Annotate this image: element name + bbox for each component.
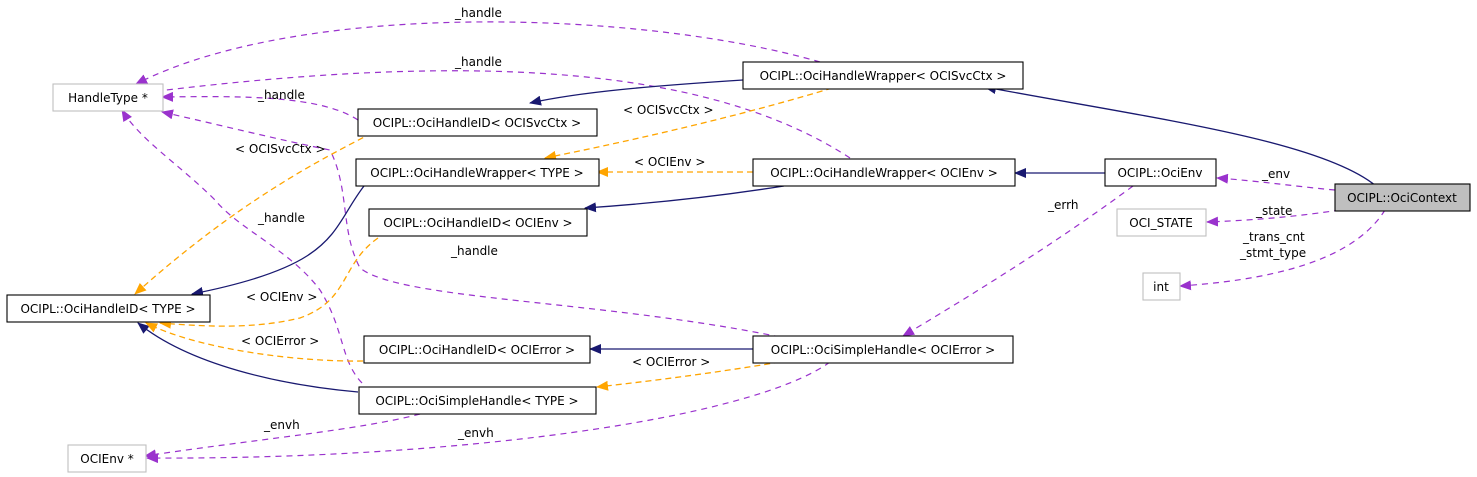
label-svcctx-left: < OCISvcCtx > (235, 142, 326, 156)
node-oci-state[interactable]: OCI_STATE (1116, 208, 1207, 237)
edge-templ-handleid-error (145, 322, 364, 362)
node-wrapper-env[interactable]: OCIPL::OciHandleWrapper< OCIEnv > (752, 158, 1016, 187)
edge-usage-env (1216, 173, 1336, 191)
node-handleid-env[interactable]: OCIPL::OciHandleID< OCIEnv > (368, 208, 588, 237)
label-handle-top: _handle (454, 6, 502, 20)
node-handleid-error[interactable]: OCIPL::OciHandleID< OCIError > (363, 335, 591, 364)
node-oci-context-label: OCIPL::OciContext (1347, 191, 1457, 205)
edge-usage-envh-simple-type (144, 413, 421, 460)
node-ocienv-ptr[interactable]: OCIEnv * (67, 444, 147, 473)
node-simple-type[interactable]: OCIPL::OciSimpleHandle< TYPE > (358, 386, 597, 415)
node-wrapper-type[interactable]: OCIPL::OciHandleWrapper< TYPE > (355, 158, 600, 187)
edge-usage-state (1206, 209, 1341, 227)
edge-handle-simple-error (161, 109, 781, 338)
node-handleid-type[interactable]: OCIPL::OciHandleID< TYPE > (6, 294, 211, 323)
edge-inherit-wrapper-type (191, 185, 365, 297)
node-wrapper-svcctx[interactable]: OCIPL::OciHandleWrapper< OCISvcCtx > (742, 61, 1024, 90)
edge-inherit-simple-type (137, 322, 359, 393)
edge-templ-handleid-svcctx (134, 132, 373, 295)
label-state: _state (1255, 204, 1292, 218)
node-simple-error-label: OCIPL::OciSimpleHandle< OCIError > (771, 343, 995, 357)
edge-handle-env-wrapper (149, 70, 851, 159)
label-envh-right: _envh (457, 426, 494, 440)
edge-inherit-context-wrapper (984, 84, 1377, 187)
label-ocienv-top: < OCIEnv > (634, 155, 705, 169)
node-oci-env-label: OCIPL::OciEnv (1117, 166, 1202, 180)
node-handleid-svcctx-label: OCIPL::OciHandleID< OCISvcCtx > (373, 116, 581, 130)
node-ocienv-ptr-label: OCIEnv * (80, 452, 133, 466)
node-wrapper-env-label: OCIPL::OciHandleWrapper< OCIEnv > (770, 166, 998, 180)
node-handle-type[interactable]: HandleType * (52, 83, 164, 112)
node-simple-type-label: OCIPL::OciSimpleHandle< TYPE > (375, 394, 578, 408)
edge-inherit-svcctx (529, 79, 744, 106)
node-oci-env[interactable]: OCIPL::OciEnv (1104, 158, 1217, 187)
node-handleid-type-label: OCIPL::OciHandleID< TYPE > (20, 302, 195, 316)
node-handle-type-label: HandleType * (68, 91, 148, 105)
node-int[interactable]: int (1142, 272, 1181, 301)
label-ocierror-left: < OCIError > (241, 334, 319, 348)
node-simple-error[interactable]: OCIPL::OciSimpleHandle< OCIError > (752, 335, 1014, 364)
label-envh-left: _envh (263, 418, 300, 432)
edge-templ-simple-error (596, 361, 781, 391)
label-handle-fourth: _handle (257, 211, 305, 225)
edge-inherit-handleid-env (584, 185, 785, 213)
label-svcctx-top: < OCISvcCtx > (623, 103, 714, 117)
edge-templ-wrapper-svcctx (544, 87, 833, 161)
label-handle-third: _handle (257, 88, 305, 102)
nodes: HandleType * OCIEnv * OCI_STATE int OCIP… (6, 61, 1471, 473)
node-oci-state-label: OCI_STATE (1129, 216, 1193, 230)
label-handle-fifth: _handle (450, 244, 498, 258)
edge-handle-simple-type (121, 109, 363, 384)
edge-labels: _handle _handle _handle _handle _handle … (235, 6, 1306, 440)
edge-handle-svcctx-wrapper (135, 21, 821, 85)
edge-usage-envh-simple-error (146, 361, 831, 464)
node-handleid-svcctx[interactable]: OCIPL::OciHandleID< OCISvcCtx > (357, 108, 598, 137)
label-trans-cnt: _trans_cnt (1242, 230, 1305, 244)
node-int-label: int (1153, 280, 1169, 294)
edge-templ-handleid-env (159, 237, 379, 329)
label-env: _env (1261, 167, 1290, 181)
label-ocienv-left: < OCIEnv > (246, 290, 317, 304)
label-stmt-type: _stmt_type (1239, 246, 1306, 260)
label-ocierror-right: < OCIError > (632, 355, 710, 369)
node-handleid-error-label: OCIPL::OciHandleID< OCIError > (379, 343, 575, 357)
node-wrapper-svcctx-label: OCIPL::OciHandleWrapper< OCISvcCtx > (760, 69, 1007, 83)
edges (121, 21, 1386, 464)
label-errh: _errh (1047, 198, 1078, 212)
node-handleid-env-label: OCIPL::OciHandleID< OCIEnv > (383, 216, 572, 230)
node-oci-context[interactable]: OCIPL::OciContext (1334, 183, 1471, 212)
edge-usage-errh (902, 185, 1134, 337)
node-wrapper-type-label: OCIPL::OciHandleWrapper< TYPE > (370, 166, 583, 180)
label-handle-second: _handle (454, 55, 502, 69)
